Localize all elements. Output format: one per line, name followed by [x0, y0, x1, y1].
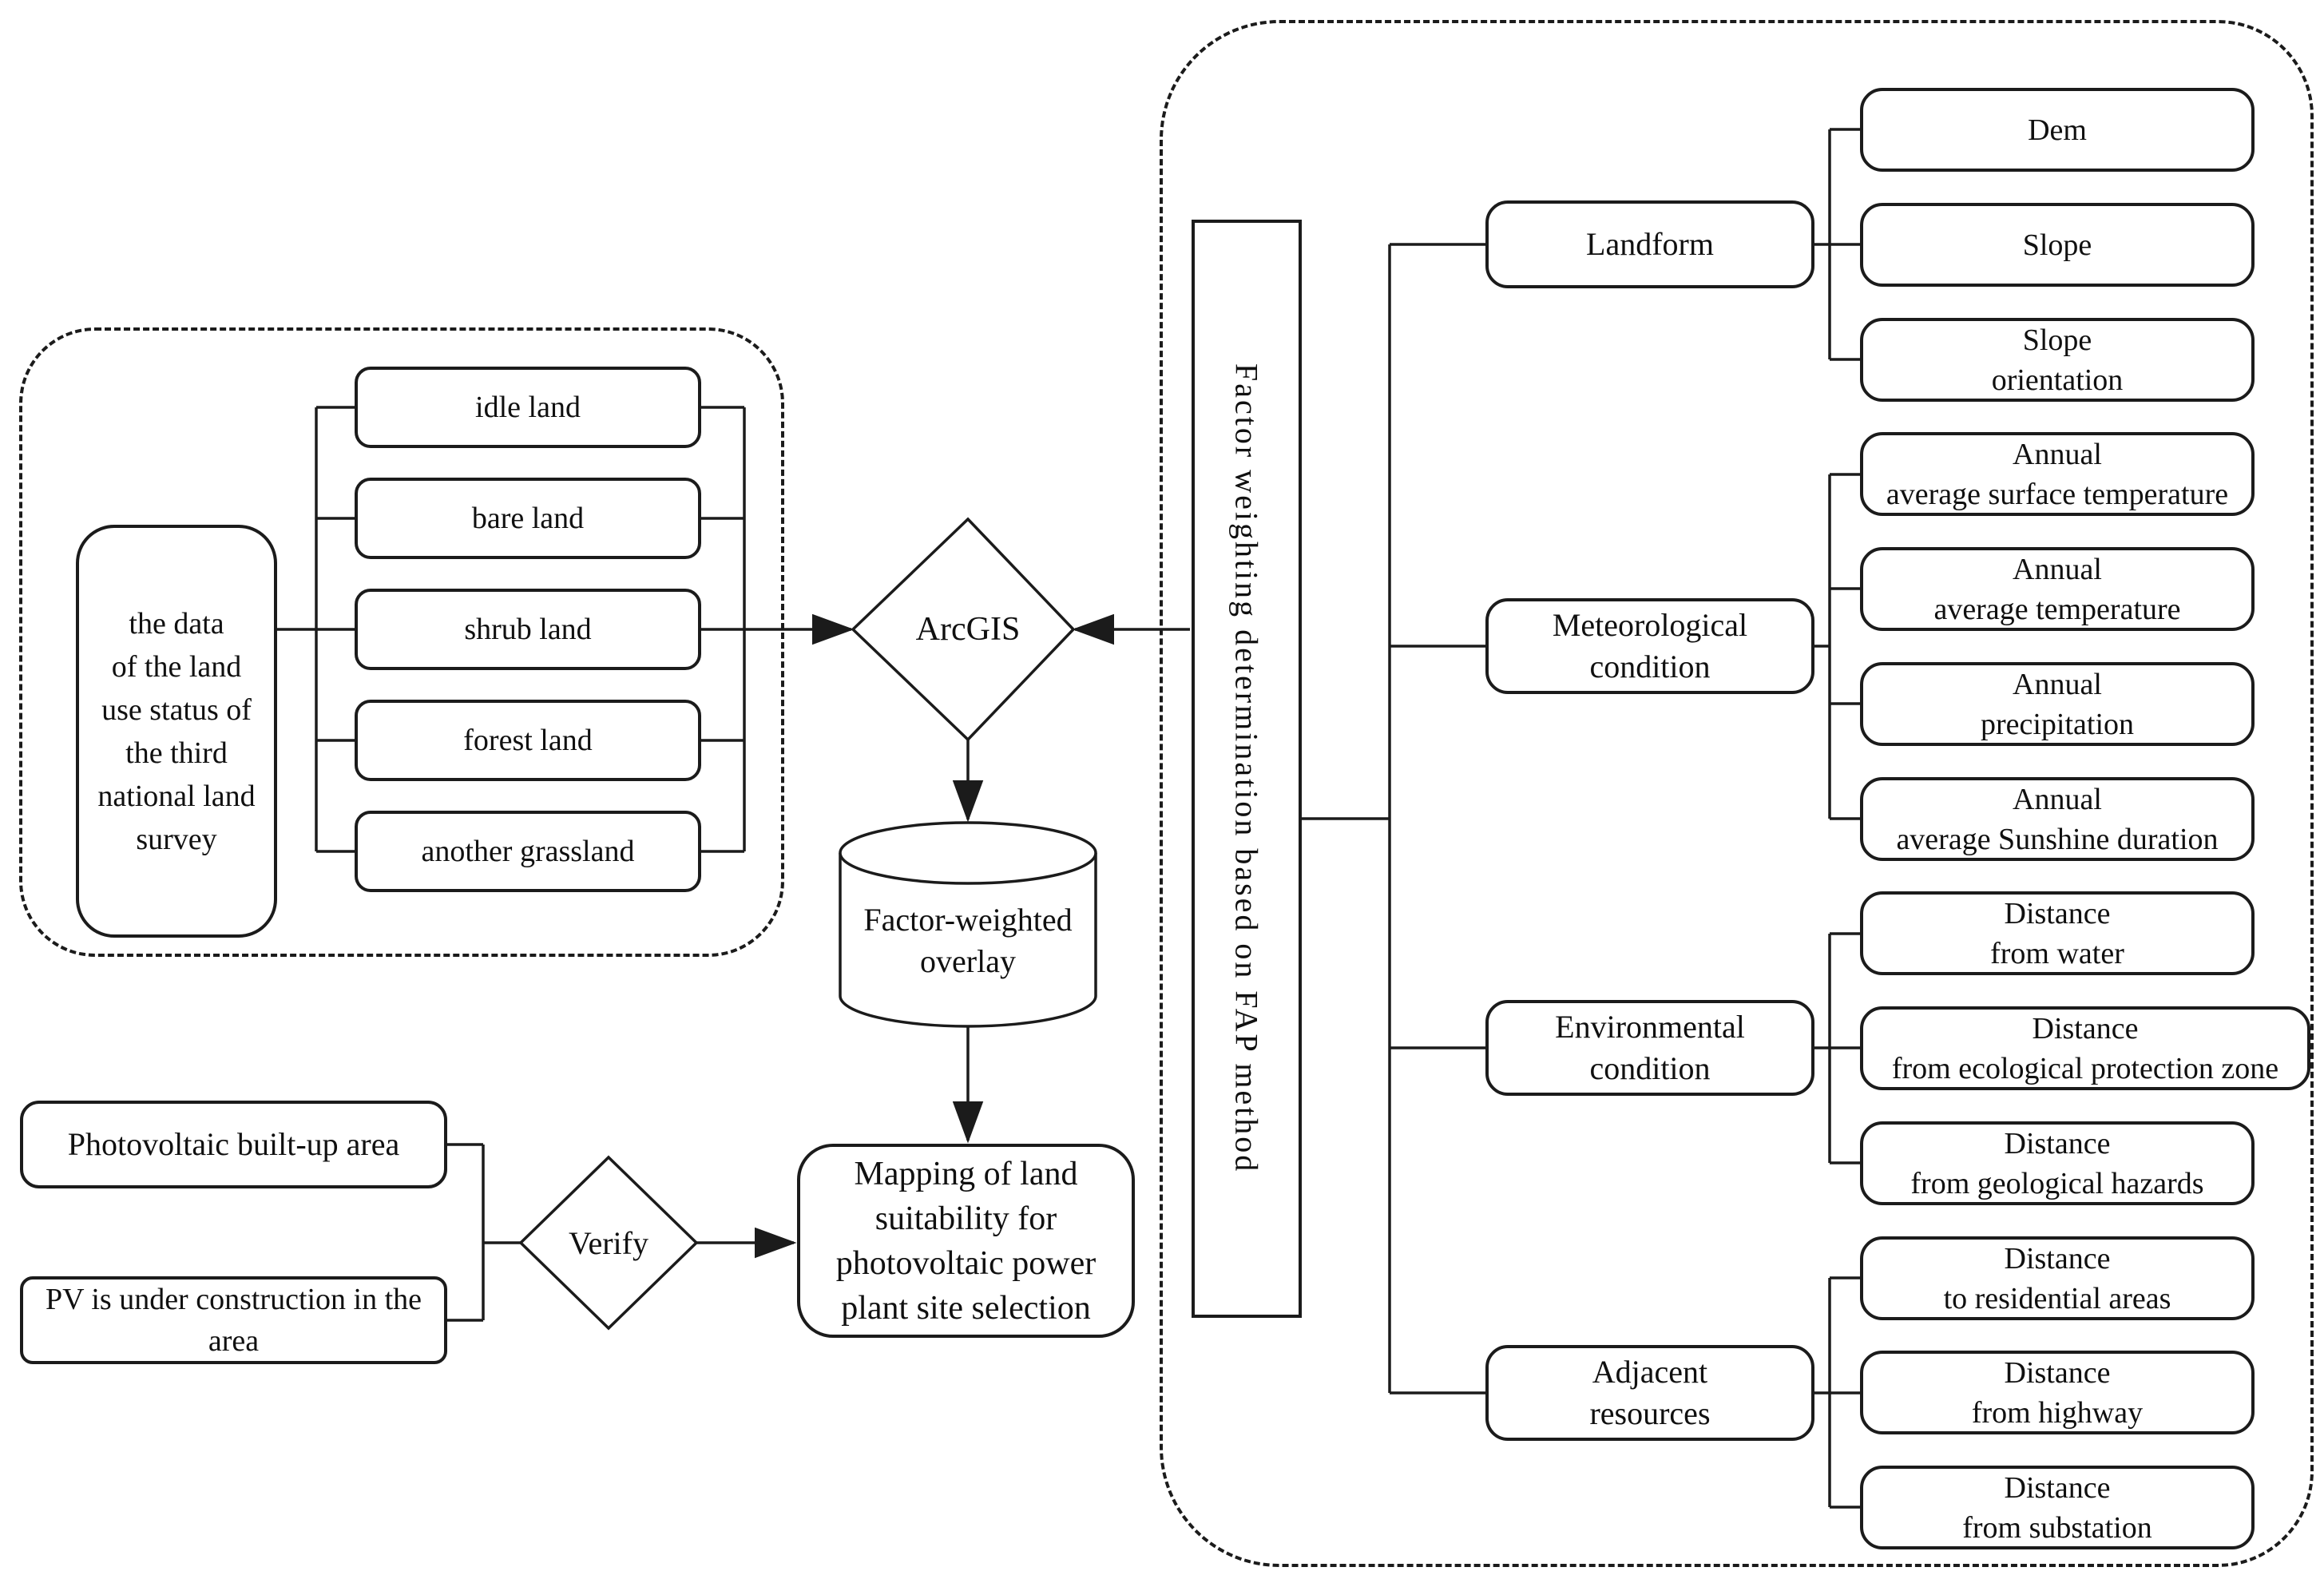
factor-box-distance-from-geological-hazards: Distance from geological hazards: [1860, 1121, 2255, 1205]
overlay-cylinder-top: [839, 821, 1097, 885]
land-survey-source-box: the data of the land use status of the t…: [76, 525, 277, 938]
factor-box-distance-from-water: Distance from water: [1860, 891, 2255, 975]
factor-box-annual-average-surface-temperature: Annual average surface temperature: [1860, 432, 2255, 516]
factor-box-annual-average-temperature: Annual average temperature: [1860, 547, 2255, 631]
factor-box-slope-orientation: Slope orientation: [1860, 318, 2255, 402]
mapping-result-box: Mapping of land suitability for photovol…: [797, 1144, 1135, 1338]
factor-box-annual-precipitation: Annual precipitation: [1860, 662, 2255, 746]
wire-lines: [277, 128, 1860, 1509]
factor-weighting-dashed-group: [1160, 20, 2314, 1567]
arcgis-diamond: [851, 517, 1076, 742]
category-box-adjacent: Adjacent resources: [1485, 1345, 1814, 1441]
overlay-cylinder-label: Factor-weighted overlay: [863, 902, 1073, 979]
verify-diamond: [518, 1155, 699, 1331]
factor-box-distance-from-highway: Distance from highway: [1860, 1351, 2255, 1434]
fap-method-box: Factor weighting determination based on …: [1192, 220, 1302, 1318]
land-type-box-bare-land: bare land: [355, 478, 701, 559]
land-type-box-shrub-land: shrub land: [355, 589, 701, 670]
category-box-meteorological: Meteorological condition: [1485, 598, 1814, 694]
verify-label: Verify: [569, 1224, 648, 1261]
factor-box-dem: Dem: [1860, 88, 2255, 172]
factor-box-distance-to-residential-areas: Distance to residential areas: [1860, 1236, 2255, 1320]
factor-box-annual-average-sunshine-duration: Annual average Sunshine duration: [1860, 777, 2255, 861]
factor-box-distance-from-substation: Distance from substation: [1860, 1466, 2255, 1549]
land-type-box-idle-land: idle land: [355, 367, 701, 448]
overlay-cylinder-body: [839, 853, 1097, 1028]
factor-box-distance-from-ecological-protection-zone: Distance from ecological protection zone: [1860, 1006, 2310, 1090]
category-box-environmental: Environmental condition: [1485, 1000, 1814, 1096]
land-survey-dashed-group: [19, 327, 784, 957]
arcgis-label: ArcGIS: [915, 611, 1021, 648]
land-type-box-another-grassland: another grassland: [355, 811, 701, 892]
pv-under-construction-box: PV is under construction in the area: [20, 1276, 447, 1364]
category-box-landform: Landform: [1485, 200, 1814, 288]
factor-box-slope: Slope: [1860, 203, 2255, 287]
pv-built-up-area-box: Photovoltaic built-up area: [20, 1101, 447, 1188]
land-type-box-forest-land: forest land: [355, 700, 701, 781]
